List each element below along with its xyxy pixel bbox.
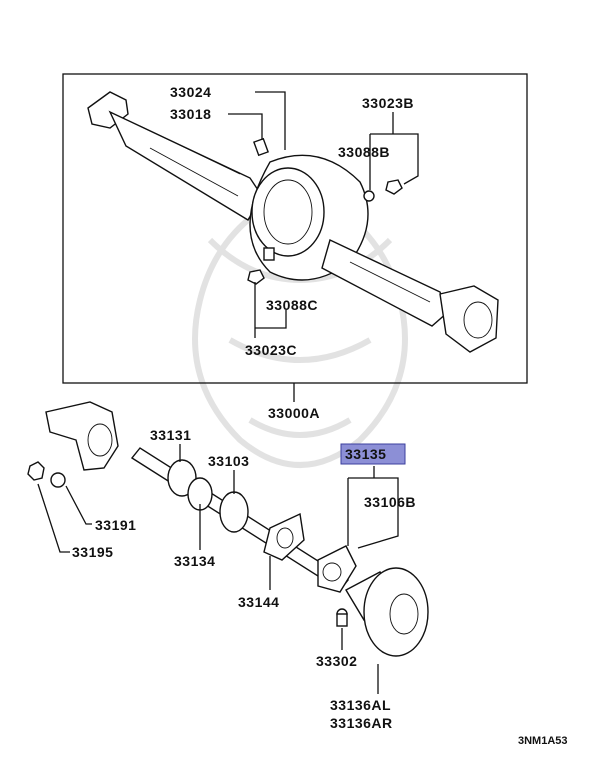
callout-33088B: 33088B: [338, 144, 390, 160]
callout-33134: 33134: [174, 553, 215, 569]
callout-33144: 33144: [238, 594, 279, 610]
axle-housing-drawing: [87, 91, 499, 353]
callout-33018: 33018: [170, 106, 211, 122]
callout-33000A: 33000A: [268, 405, 320, 421]
callout-33023C: 33023C: [245, 342, 297, 358]
callout-33135-highlight: [340, 443, 406, 465]
axle-shaft-drawing: [27, 401, 429, 657]
callout-33023B: 33023B: [362, 95, 414, 111]
callout-33191: 33191: [95, 517, 136, 533]
callout-33088C: 33088C: [266, 297, 318, 313]
shaft-leaders: [37, 444, 399, 694]
callout-33024: 33024: [170, 84, 211, 100]
callout-33135: 33135: [345, 446, 386, 462]
callout-33195: 33195: [72, 544, 113, 560]
callout-33106B: 33106B: [364, 494, 416, 510]
callout-33136AL: 33136AL: [330, 697, 391, 713]
housing-leaders: [228, 91, 419, 402]
callout-33136AR: 33136AR: [330, 715, 393, 731]
callout-33302: 33302: [316, 653, 357, 669]
callout-33103: 33103: [208, 453, 249, 469]
callout-33131: 33131: [150, 427, 191, 443]
axle-housing-frame: [62, 73, 528, 384]
diagram-code: 3NM1A53: [518, 735, 568, 747]
